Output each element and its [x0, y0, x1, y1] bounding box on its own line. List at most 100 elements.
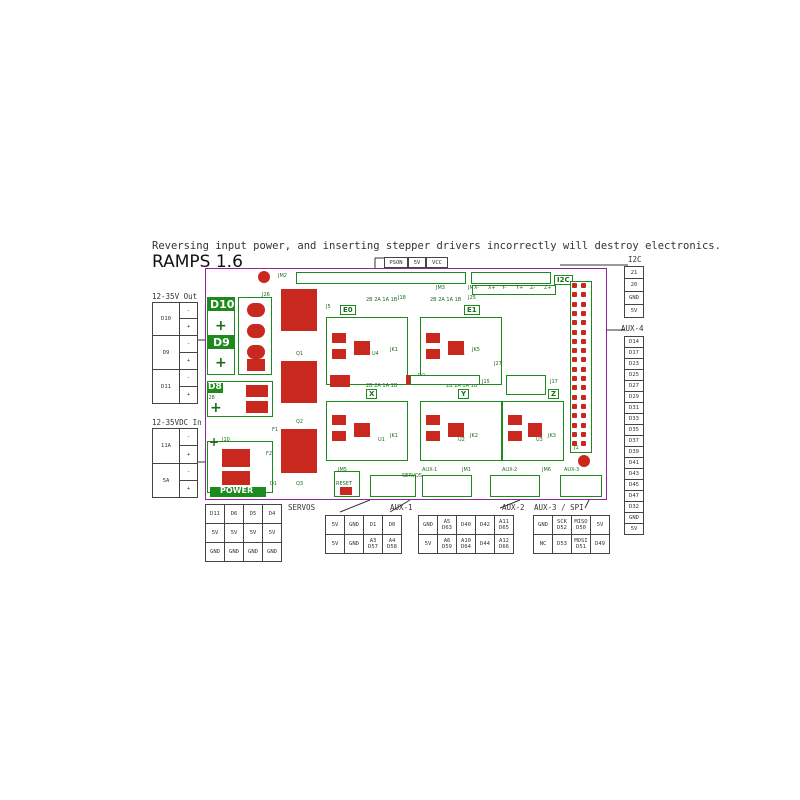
header-pin: [572, 413, 577, 419]
endstop-label: Y+: [516, 285, 524, 291]
aux1-cell: GND: [344, 534, 364, 554]
aux4-pin: 5V: [624, 523, 644, 535]
aux2-cell: A12 D66: [494, 534, 514, 554]
mosfet-q3: [281, 429, 317, 473]
aux2-cell: A5 D63: [437, 515, 457, 535]
pins-label: 2B 2A 1A 1B: [366, 297, 398, 303]
endstop-label: X+: [488, 285, 496, 291]
mosfet-d9: [207, 335, 235, 349]
tag-pson: PSON: [384, 257, 408, 268]
aux3-cell: GND: [533, 515, 553, 535]
aux2-board-label: AUX-2: [502, 467, 518, 473]
pins-label: 2B 2A 1A 1B: [446, 383, 478, 389]
header-pin: [572, 394, 577, 400]
header-pin: [581, 385, 586, 391]
jm1-label: JM1: [462, 467, 471, 473]
mosfet-d10: [207, 297, 235, 311]
out-pin: +: [179, 352, 198, 370]
jk-label: JK3: [548, 433, 556, 439]
aux1-cell: D1: [363, 515, 383, 535]
aux1-cell: 5V: [325, 515, 345, 535]
j10-label: J10: [222, 437, 230, 443]
aux3-cell: 5V: [590, 515, 610, 535]
header-pin: [572, 441, 577, 447]
top-tags: PSON 5V VCC: [384, 257, 448, 268]
aux1-board-label: AUX-1: [422, 467, 438, 473]
out-name: D10: [152, 302, 180, 336]
aux2-cell: GND: [418, 515, 438, 535]
aux2-cell: A6 D59: [437, 534, 457, 554]
jm5-label: JM5: [338, 467, 347, 473]
power-label: POWER: [220, 486, 254, 495]
q1-label: Q1: [296, 351, 304, 357]
top-header-left: [296, 272, 466, 284]
header-pin: [572, 329, 577, 335]
endstop-labels: X-X+Y-Y+Z-Z+: [474, 285, 557, 291]
aux3-cell: D49: [590, 534, 610, 554]
header-pin: [581, 394, 586, 400]
in-pin: +: [179, 445, 198, 464]
aux1-cell: 5V: [325, 534, 345, 554]
servos-cell: GND: [224, 542, 244, 562]
pins-label: 2B 2A 1A 1B: [430, 297, 462, 303]
endstop-label: Y-: [502, 285, 507, 291]
ramps-board: D10 + D9 + J26 D8 J28 + J10 + POWER Q1 Q…: [205, 268, 607, 500]
aux4-pin: D35: [624, 424, 644, 436]
i2c-pin: GND: [624, 291, 644, 305]
j17-header: [506, 375, 546, 395]
header-pin: [572, 385, 577, 391]
mosfet-d8-label: D8: [208, 382, 222, 392]
header-pin: [581, 422, 586, 428]
header-pin: [581, 357, 586, 363]
axis-tag-e0: E0: [340, 305, 356, 315]
header-pin: [572, 357, 577, 363]
power-bar: [210, 487, 266, 497]
header-pin: [572, 366, 577, 372]
aux1-header: [422, 475, 472, 497]
aux2-cell: A10 D64: [456, 534, 476, 554]
u3-label: U3: [536, 437, 543, 443]
jk-label: JK1: [390, 433, 398, 439]
pins-label: 2B 2A 1A 1B: [366, 383, 398, 389]
servos-cell: 5V: [224, 523, 244, 543]
aux3-cell: SCK D52: [552, 515, 572, 535]
i2c-table: 21 20 GND 5V: [624, 266, 644, 318]
aux3-cell: MOSI D51: [571, 534, 591, 554]
header-pin: [581, 329, 586, 335]
out-pin: +: [179, 318, 198, 336]
u4-label: U4: [372, 351, 379, 357]
header-pin: [572, 431, 577, 437]
header-pin: [581, 366, 586, 372]
in-pin: -: [179, 463, 198, 481]
tag-vcc: VCC: [426, 257, 448, 268]
aux4-pin: D17: [624, 347, 644, 359]
jk-label: JK1: [390, 347, 398, 353]
i2c-mark: I2C: [554, 275, 573, 285]
stepper-socket-y: [420, 401, 502, 461]
header-pin: [581, 413, 586, 419]
aux3-header: [560, 475, 602, 497]
header-pin: [581, 310, 586, 316]
aux2-cell: 5V: [418, 534, 438, 554]
i2c-pin: 21: [624, 266, 644, 279]
out-pin: -: [179, 335, 198, 353]
header-pin: [572, 320, 577, 326]
mosfet-d9-label: D9: [213, 336, 230, 349]
tag-5v: 5V: [408, 257, 426, 268]
top-header-right: [471, 272, 551, 284]
axis-tag-z: Z: [548, 389, 560, 399]
servos-board-label: SERVOS: [402, 473, 422, 479]
header-pin: [581, 348, 586, 354]
board-title: RAMPS 1.6: [152, 252, 243, 272]
j27-label: J27: [494, 361, 502, 367]
j26-connector: [238, 297, 272, 375]
j18-label: J18: [398, 295, 406, 301]
servos-cell: D4: [262, 504, 282, 524]
header-pin: [581, 376, 586, 381]
servos-cell: D5: [243, 504, 263, 524]
endstop-header: [472, 285, 556, 295]
j26-label: J26: [262, 292, 270, 298]
power-in-table: 11A - + 5A - +: [152, 428, 198, 498]
servos-cell: GND: [262, 542, 282, 562]
header-pin: [581, 292, 586, 298]
